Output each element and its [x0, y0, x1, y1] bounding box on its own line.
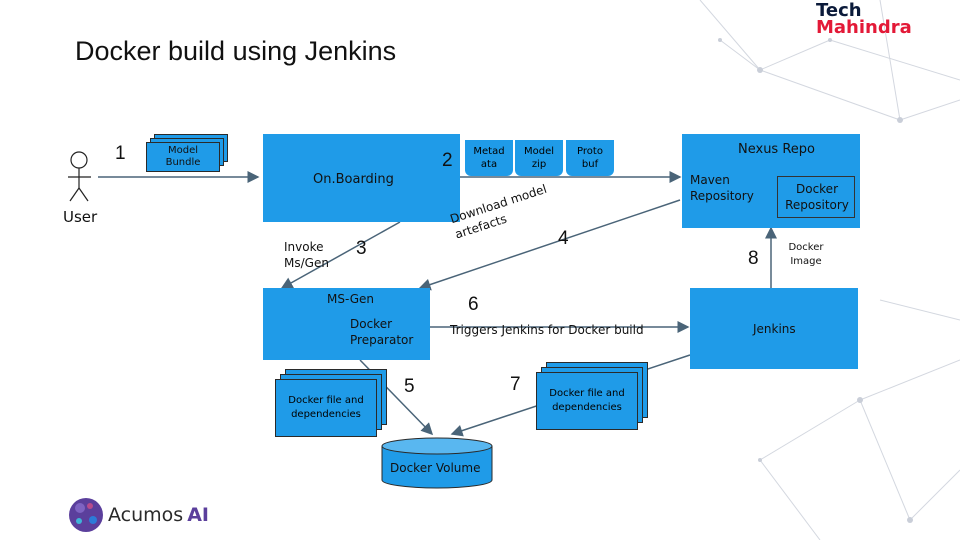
- msgen-label: MS-Gen: [327, 292, 375, 306]
- protobuf-label: Proto buf: [577, 146, 603, 170]
- logo-tech-text: Tech: [816, 0, 862, 21]
- nexus-repo-label: Nexus Repo: [738, 142, 815, 157]
- docker-volume-label: Docker Volume: [390, 461, 481, 475]
- docker-image-label: Docker Image: [788, 242, 824, 267]
- step-4: 4: [558, 228, 569, 249]
- acumos-brand: Acumos: [108, 504, 184, 526]
- step-6: 6: [468, 294, 479, 315]
- metadata-artifact: Metad ata: [465, 140, 513, 176]
- model-bundle-label: Model Bundle: [165, 145, 201, 168]
- tech-mahindra-logo: Tech Mahindra: [814, 0, 938, 38]
- acumos-ai: AI: [187, 504, 209, 526]
- logo-mahindra-text: Mahindra: [816, 17, 912, 38]
- step-7: 7: [510, 374, 521, 395]
- model-zip-label: Model zip: [523, 146, 555, 170]
- docker-repository-box: Docker Repository: [777, 176, 855, 218]
- docker-files-right-label: Docker file and dependencies: [549, 388, 625, 413]
- slide-title: Docker build using Jenkins: [75, 36, 397, 66]
- step-2: 2: [442, 150, 453, 171]
- user-label: User: [63, 208, 98, 226]
- docker-preparator-label: Docker Preparator: [350, 317, 414, 347]
- step-3: 3: [356, 238, 367, 259]
- jenkins-box: Jenkins: [690, 288, 858, 369]
- onboarding-label: On.Boarding: [313, 172, 394, 187]
- step-1: 1: [115, 143, 126, 164]
- step-8: 8: [748, 248, 759, 269]
- metadata-label: Metad ata: [473, 146, 505, 170]
- maven-repository-label: Maven Repository: [690, 173, 754, 203]
- jenkins-label: Jenkins: [753, 322, 796, 336]
- protobuf-artifact: Proto buf: [566, 140, 614, 176]
- docker-files-right: Docker file and dependencies: [536, 372, 638, 430]
- step-5: 5: [404, 376, 415, 397]
- model-bundle: Model Bundle: [146, 142, 220, 172]
- docker-files-left-label: Docker file and dependencies: [288, 395, 364, 420]
- trigger-label: Triggers Jenkins for Docker build: [450, 323, 644, 337]
- model-zip-artifact: Model zip: [515, 140, 563, 176]
- docker-repository-label: Docker Repository: [785, 182, 849, 212]
- docker-preparator-box: Docker Preparator: [343, 312, 420, 352]
- onboarding-box: On.Boarding: [263, 134, 460, 222]
- docker-files-left: Docker file and dependencies: [275, 379, 377, 437]
- invoke-label: Invoke Ms/Gen: [284, 240, 329, 270]
